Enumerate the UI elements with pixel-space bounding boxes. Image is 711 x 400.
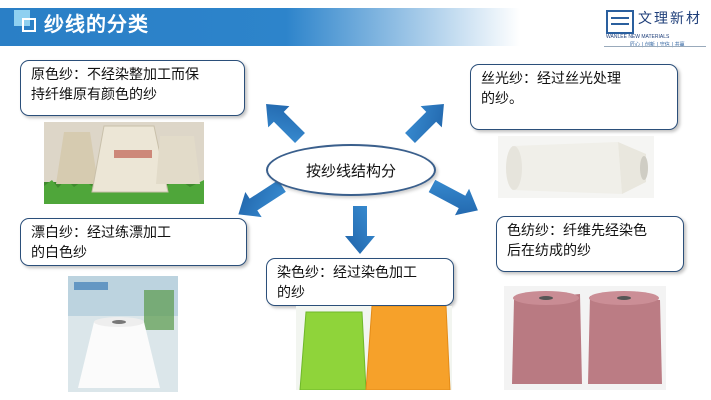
color-spun-yarn-photo [504, 286, 666, 390]
dyed-yarn-line2: 的纱 [277, 285, 305, 301]
logo-name-cn: 文理新材 [638, 11, 702, 27]
dyed-yarn-box: 染色纱：经过染色加工 的纱 [266, 258, 454, 306]
raw-yarn-photo [44, 122, 204, 204]
logo-name-en: WANLEE NEW MATERIALS [606, 34, 670, 40]
company-logo: 文理新材 WANLEE NEW MATERIALS 匠心 | 创新 | 守信 |… [606, 8, 706, 48]
logo-divider [604, 46, 706, 47]
arrow-down-left-icon [238, 180, 286, 218]
raw-yarn-box: 原色纱：不经染整加工而保 持纤维原有颜色的纱 [20, 60, 245, 116]
color-spun-yarn-line2: 后在纺成的纱 [507, 243, 591, 259]
bleached-yarn-photo [68, 276, 178, 392]
bleached-yarn-line1: 漂白纱：经过练漂加工 [31, 225, 171, 241]
page-title: 纱线的分类 [44, 12, 149, 36]
title-accent-outline [22, 18, 36, 32]
mercerized-yarn-photo [498, 136, 654, 198]
mercerized-yarn-line1: 丝光纱：经过丝光处理 [481, 71, 621, 87]
raw-yarn-line1: 原色纱：不经染整加工而保 [31, 67, 199, 83]
bleached-yarn-box: 漂白纱：经过练漂加工 的白色纱 [20, 218, 247, 266]
arrow-down-right-icon [428, 179, 478, 216]
color-spun-yarn-box: 色纺纱：纤维先经染色 后在纺成的纱 [496, 216, 684, 272]
logo-mark-icon [606, 10, 634, 34]
title-bar [0, 8, 520, 46]
mercerized-yarn-line2: 的纱。 [481, 91, 523, 107]
bleached-yarn-line2: 的白色纱 [31, 245, 87, 261]
center-label: 按纱线结构分 [305, 161, 396, 180]
center-ellipse: 按纱线结构分 [266, 144, 436, 196]
dyed-yarn-photo [296, 306, 452, 390]
raw-yarn-line2: 持纤维原有颜色的纱 [31, 87, 157, 103]
mercerized-yarn-box: 丝光纱：经过丝光处理 的纱。 [470, 64, 678, 130]
dyed-yarn-line1: 染色纱：经过染色加工 [277, 265, 417, 281]
arrow-up-left-icon [266, 104, 305, 143]
arrow-down-icon [345, 206, 375, 254]
logo-tagline: 匠心 | 创新 | 守信 | 共赢 [630, 42, 685, 48]
arrow-up-right-icon [405, 104, 444, 143]
color-spun-yarn-line1: 色纺纱：纤维先经染色 [507, 223, 647, 239]
